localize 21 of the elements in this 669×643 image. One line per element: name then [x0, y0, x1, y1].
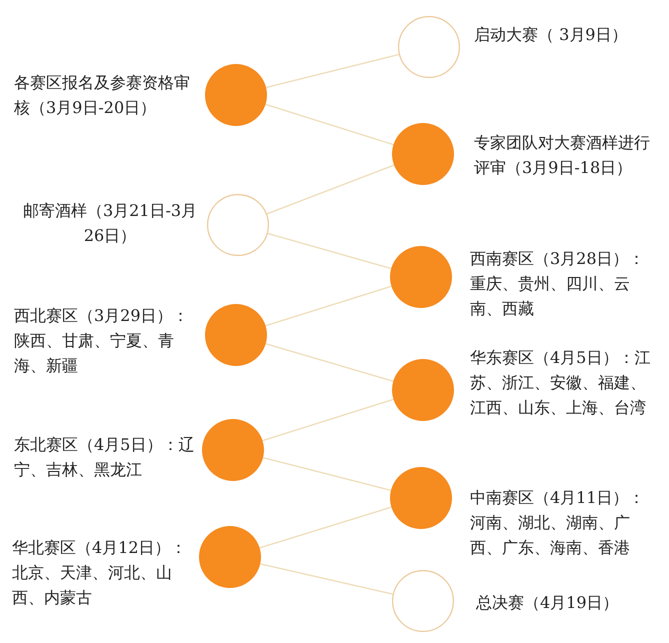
- connector-line: [266, 343, 394, 382]
- milestone-label: 邮寄酒样（3月21日-3月26日）: [22, 200, 198, 247]
- milestone-label: 西南赛区（3月28日）：重庆、贵州、四川、云南、西藏: [470, 248, 646, 320]
- connector-line: [259, 506, 392, 548]
- milestone-label: 启动大赛（ 3月9日）: [474, 24, 628, 46]
- connector-line: [266, 164, 394, 214]
- connector-line: [260, 563, 393, 595]
- milestone-label: 中南赛区（4月11日）：河南、湖北、湖南、广西、广东、海南、香港: [470, 487, 646, 559]
- milestone-label: 专家团队对大赛酒样进行评审（3月9日-18日）: [474, 132, 651, 179]
- connector-line: [265, 104, 394, 146]
- connector-line: [265, 286, 392, 326]
- milestone-label: 华东赛区（4月5日）：江苏、浙江、安徽、福建、江西、山东、上海、台湾: [470, 347, 652, 419]
- milestone-label: 西北赛区（3月29日）：陕西、甘肃、宁夏、青海、新疆: [14, 305, 190, 377]
- connector-line: [268, 232, 392, 270]
- connector-line: [262, 457, 392, 491]
- milestone-label: 各赛区报名及参赛资格审核（3月9日-20日）: [14, 72, 191, 119]
- milestone-label: 东北赛区（4月5日）：辽宁、吉林、黑龙江: [14, 434, 196, 481]
- milestone-label: 总决赛（4月19日）: [476, 592, 620, 614]
- connector-line: [266, 54, 400, 88]
- connector-line: [262, 398, 394, 442]
- milestone-label: 华北赛区（4月12日）：北京、天津、河北、山西、内蒙古: [12, 537, 188, 609]
